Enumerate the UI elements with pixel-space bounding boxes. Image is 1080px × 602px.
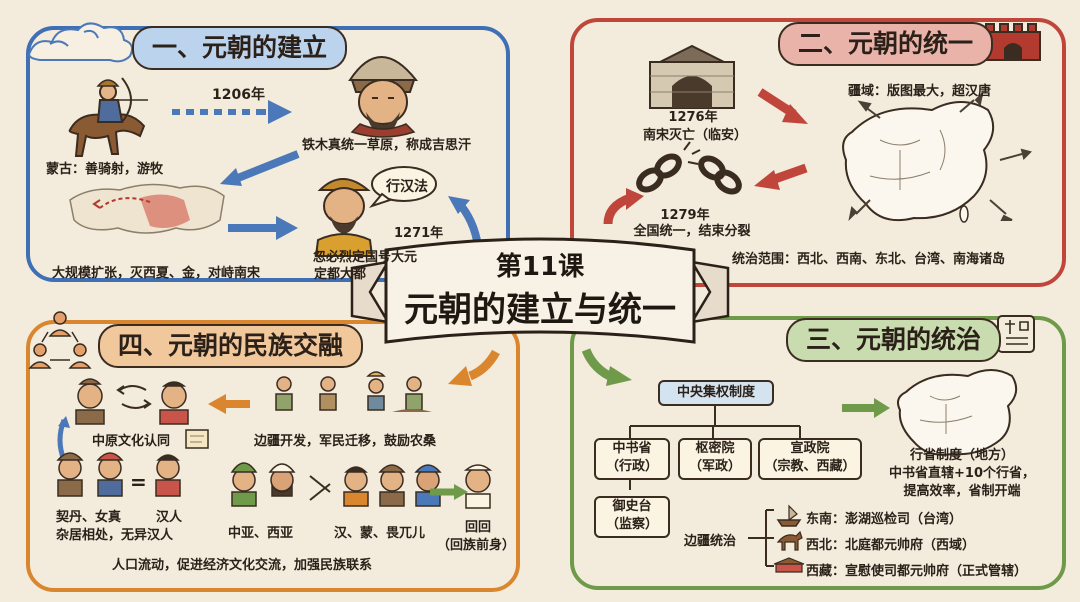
province-map-image [898, 370, 1016, 455]
khitan-caption-2: 杂居相处，无异汉人 [56, 524, 173, 543]
scroll-icon [186, 430, 208, 448]
year-1276: 1276年 [648, 106, 738, 125]
section3-title: 三、元朝的统治 [786, 318, 1001, 362]
central-system-box: 中央集权制度 [658, 380, 774, 406]
ethnic-caption: 汉、蒙、畏兀儿 [334, 522, 425, 541]
territory-caption: 疆域：版图最大，超汉唐 [848, 80, 991, 99]
khitan-jurchen-image [58, 453, 122, 496]
arrow-center-to-s4 [470, 352, 496, 376]
kublai-caption-2: 定都大都 [290, 263, 390, 282]
central-asian-image [232, 463, 294, 506]
exchange-arrows [118, 386, 150, 408]
equals-sign: = [130, 470, 147, 494]
xuanzheng-label: 宣政院 [760, 440, 860, 458]
xuanzheng-box: 宣政院 （宗教、西藏） [758, 438, 862, 480]
shumi-sub: （军政） [680, 458, 750, 476]
huihui-caption-1: 回回 [444, 516, 512, 535]
yushi-sub: （监察） [596, 516, 668, 534]
horse-icon [778, 532, 802, 550]
yushi-box: 御史台 （监察） [594, 496, 670, 538]
arrow-to-map [238, 154, 298, 178]
section4-title: 四、元朝的民族交融 [98, 324, 363, 368]
expansion-caption: 大规模扩张，灭西夏、金，对峙南宋 [52, 262, 260, 281]
zhongshu-sub: （行政） [596, 458, 668, 476]
identity-caption: 中原文化认同 [92, 430, 170, 449]
broken-chain-icon [636, 142, 743, 195]
section1-title: 一、元朝的建立 [132, 26, 347, 70]
frontier-tibet: 西藏：宣慰使司都元帅府（正式管辖） [806, 560, 1027, 579]
frontier-dev-caption: 边疆开发，军民迁移，鼓励农桑 [254, 430, 436, 449]
mongol-horseman-image [70, 78, 148, 156]
arrow-map-to-chain [772, 168, 806, 180]
seal-icon [998, 316, 1034, 352]
palace-icon [774, 558, 804, 572]
lesson-title: 元朝的建立与统一 [386, 288, 694, 332]
kublai-khan-image [316, 179, 372, 256]
xuanzheng-sub: （宗教、西藏） [760, 458, 860, 476]
huihui-image [466, 465, 490, 508]
year-1271: 1271年 [394, 222, 443, 241]
song-fall-caption: 南宋灭亡（临安） [630, 124, 760, 143]
province-caption-3: 提高效率，省制开端 [874, 480, 1050, 499]
province-caption-2: 中书省直辖+10个行省， [874, 462, 1050, 481]
unify-caption: 全国统一，结束分裂 [612, 220, 772, 239]
year-1206: 1206年 [212, 84, 265, 104]
temujin-caption: 铁木真统一草原，称成吉思汗 [302, 134, 471, 153]
shumi-label: 枢密院 [680, 440, 750, 458]
shumi-box: 枢密院 （军政） [678, 438, 752, 480]
world-map-image [70, 184, 224, 233]
zhongshu-label: 中书省 [596, 440, 668, 458]
central-asia-caption: 中亚、西亚 [228, 522, 293, 541]
scope-caption: 统治范围：西北、西南、东北、台湾、南海诸岛 [732, 248, 1005, 267]
mongol-caption: 蒙古：善骑射，游牧 [46, 158, 163, 177]
hanren-caption: 汉人 [156, 506, 182, 525]
yushi-label: 御史台 [596, 498, 668, 516]
zhongshu-box: 中书省 （行政） [594, 438, 670, 480]
genghis-khan-image [350, 57, 416, 137]
farmers-image [276, 372, 432, 412]
frontier-label: 边疆统治 [684, 530, 736, 549]
huihui-caption-2: （回族前身） [436, 534, 516, 553]
city-gate-image [650, 46, 734, 108]
section2-title: 二、元朝的统一 [778, 22, 993, 66]
han-law-text: 行汉法 [386, 176, 428, 196]
merge-arrows [310, 476, 330, 500]
han-mongol-uyghur-image [344, 465, 440, 506]
frontier-northwest: 西北：北庭都元帅府（西域） [806, 534, 975, 553]
province-caption-1: 行省制度（地方） [874, 444, 1050, 463]
boat-icon [778, 506, 800, 526]
summary-caption: 人口流动，促进经济文化交流，加强民族联系 [112, 554, 372, 573]
khitan-caption-1: 契丹、女真 [56, 506, 121, 525]
frontier-southeast: 东南：澎湖巡检司（台湾） [806, 508, 962, 527]
hanren-image [156, 455, 180, 496]
